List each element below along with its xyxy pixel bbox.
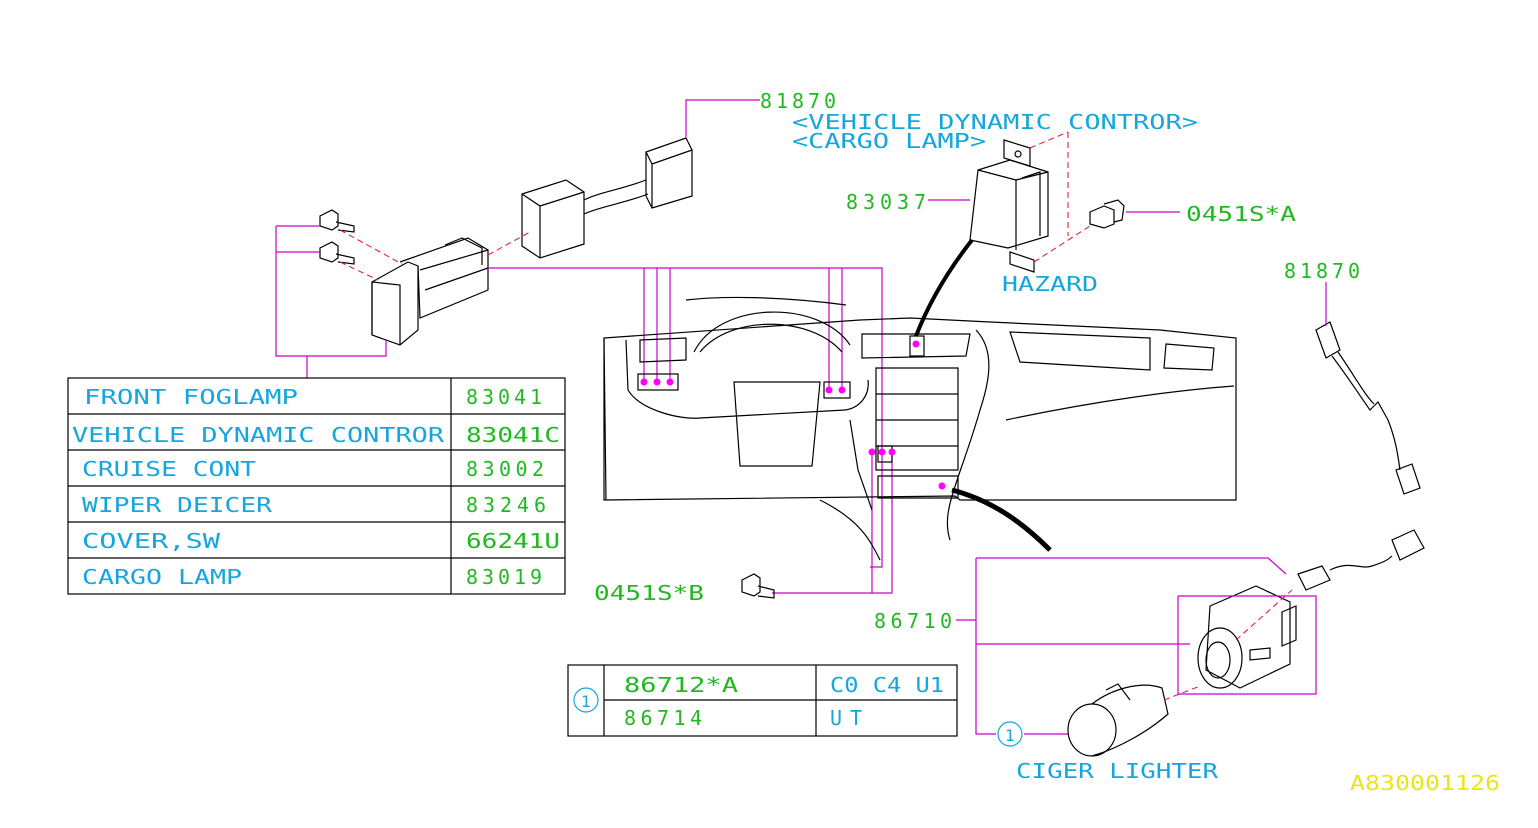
vdc-note: <VEHICLE DYNAMIC CONTROR>	[792, 110, 1198, 134]
table-row-name: WIPER DEICER	[82, 493, 273, 517]
switch-leaders	[275, 99, 893, 594]
switch-location-dots	[640, 340, 946, 490]
hazard-pointer	[914, 238, 974, 337]
table-row-part: 83002	[466, 457, 544, 481]
hazard-label: HAZARD	[1002, 272, 1098, 296]
part-0451s-a: 0451S*A	[1186, 202, 1296, 226]
table-row-part: 86714	[624, 706, 702, 730]
cigar-lighter-drawing	[1067, 529, 1425, 757]
table-row-name: CRUISE CONT	[82, 457, 256, 481]
lighter-leaders	[956, 557, 1317, 735]
table-ref-number: 1	[581, 692, 591, 711]
cargo-note: <CARGO LAMP>	[792, 129, 986, 153]
table-row-part: 83041C	[466, 423, 560, 447]
table-row-part: 83019	[466, 565, 542, 589]
table-row-name: COVER,SW	[82, 529, 221, 553]
table-row-part: 83246	[466, 493, 546, 517]
table-row-part: 86712*A	[624, 673, 738, 697]
table-row-name: FRONT FOGLAMP	[84, 385, 298, 409]
dashboard-drawing	[603, 296, 1237, 561]
part-86710: 86710	[874, 609, 952, 633]
lighter-parts-table: 1 86712*A C0 C4 U1 86714 UT	[567, 664, 958, 737]
lighter-ref-circle	[997, 721, 1023, 747]
ciger-lighter-label: CIGER LIGHTER	[1016, 759, 1219, 783]
hazard-switch-drawing	[969, 131, 1125, 273]
screw-0451sb-drawing	[741, 573, 775, 599]
part-0451s-b: 0451S*B	[594, 581, 704, 605]
table-row-name: CARGO LAMP	[82, 565, 242, 589]
part-81870-right: 81870	[1284, 259, 1360, 283]
switch-parts-table: FRONT FOGLAMP 83041 VEHICLE DYNAMIC CONT…	[67, 377, 566, 595]
part-83037: 83037	[846, 190, 926, 214]
table-row-name: VEHICLE DYNAMIC CONTROR	[72, 423, 445, 447]
lighter-ref-number: 1	[1005, 726, 1015, 745]
table-row-part: 66241U	[466, 529, 560, 553]
table-row-part: 83041	[466, 385, 542, 409]
hazard-leaders	[928, 199, 1180, 213]
switch-assembly-drawing	[319, 137, 693, 346]
table-row-models: C0 C4 U1	[830, 673, 944, 697]
lighter-pointer	[951, 487, 1052, 552]
harness-81870-drawing	[1315, 321, 1421, 495]
diagram-id: A830001126	[1350, 771, 1500, 795]
table-ref-circle	[573, 687, 599, 713]
table-row-models: UT	[830, 706, 862, 730]
